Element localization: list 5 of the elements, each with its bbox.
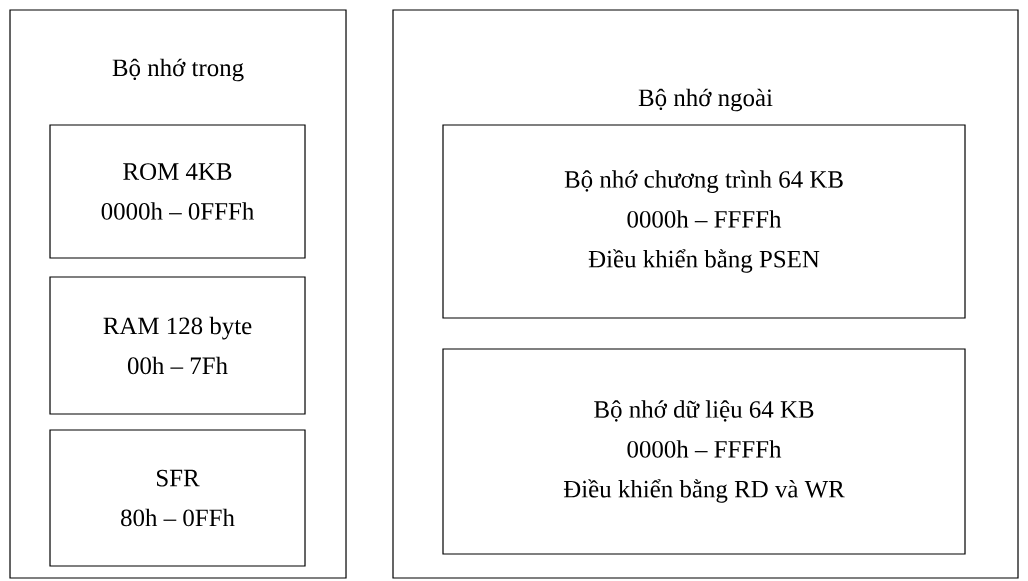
memory-block-box: RAM 128 byte 00h – 7Fh	[49, 276, 306, 415]
memory-block-box: Bộ nhớ dữ liệu 64 KB 0000h – FFFFh Điều khiển bằng RD và WR	[442, 348, 966, 555]
memory-block-box: ROM 4KB 0000h – 0FFFh	[49, 124, 306, 259]
memory-block-box: SFR 80h – 0FFh	[49, 429, 306, 567]
memory-block-box: Bộ nhớ chương trình 64 KB 0000h – FFFFh Điều khiển bằng PSEN	[442, 124, 966, 319]
